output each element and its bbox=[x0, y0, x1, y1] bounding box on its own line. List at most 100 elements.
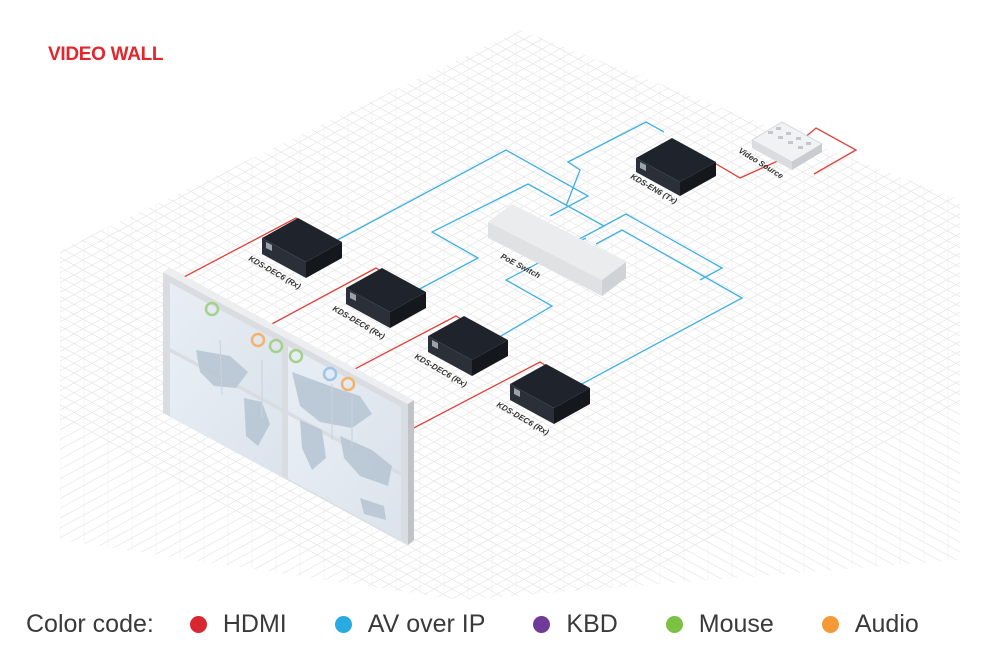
grid-line bbox=[865, 30, 960, 600]
grid-line bbox=[485, 30, 960, 600]
grid-line bbox=[60, 30, 960, 600]
grid-line bbox=[271, 30, 960, 600]
grid-line bbox=[60, 30, 960, 600]
grid-line bbox=[107, 30, 960, 600]
grid-line bbox=[60, 30, 795, 600]
grid-line bbox=[667, 30, 960, 600]
ip-cable-tx bbox=[565, 121, 665, 207]
grid-line bbox=[793, 30, 960, 600]
grid-line bbox=[60, 30, 437, 600]
ip-cable-rx4 bbox=[577, 229, 744, 387]
grid-line bbox=[974, 0, 1000, 600]
legend-label: Mouse bbox=[698, 609, 774, 638]
grid-line bbox=[539, 30, 960, 600]
grid-line bbox=[60, 30, 509, 600]
grid-line bbox=[595, 30, 960, 600]
grid-line bbox=[992, 0, 1000, 600]
legend-title: Color code: bbox=[26, 609, 154, 638]
grid-line bbox=[287, 30, 960, 600]
grid-line bbox=[307, 30, 960, 600]
legend-label: HDMI bbox=[222, 609, 287, 638]
grid-line bbox=[593, 30, 960, 600]
ip-cable-rx4-b bbox=[599, 213, 724, 281]
grid-line bbox=[451, 30, 960, 600]
grid-line bbox=[505, 30, 960, 600]
legend-dot bbox=[334, 615, 352, 633]
grid-line bbox=[60, 30, 473, 600]
grid-line bbox=[323, 30, 960, 600]
grid-line bbox=[60, 30, 960, 600]
grid-line bbox=[60, 30, 869, 600]
grid-line bbox=[60, 30, 581, 600]
grid-line bbox=[60, 30, 561, 600]
grid-line bbox=[359, 30, 960, 600]
grid-line bbox=[557, 30, 960, 600]
grid-line bbox=[721, 30, 960, 600]
grid-line bbox=[60, 30, 885, 600]
legend-dot bbox=[821, 615, 839, 633]
grid-line bbox=[60, 30, 615, 600]
grid-line bbox=[739, 30, 960, 600]
grid-line bbox=[415, 30, 960, 600]
grid-line bbox=[0, 0, 2, 600]
grid-line bbox=[60, 30, 833, 600]
grid-line bbox=[60, 30, 527, 600]
grid-line bbox=[60, 30, 813, 600]
grid-line bbox=[60, 30, 687, 600]
grid-line bbox=[757, 30, 960, 600]
grid-line bbox=[341, 30, 960, 600]
grid-line bbox=[0, 0, 38, 600]
grid-line bbox=[60, 30, 797, 600]
grid-line bbox=[179, 30, 960, 600]
grid-line bbox=[60, 30, 671, 600]
grid-line bbox=[289, 30, 960, 600]
grid-line bbox=[60, 30, 960, 600]
grid-line bbox=[60, 30, 960, 600]
grid-line bbox=[71, 30, 960, 600]
grid-line bbox=[60, 30, 651, 600]
legend-dot bbox=[533, 615, 551, 633]
grid-line bbox=[60, 30, 669, 600]
diagram-title: VIDEO WALL bbox=[48, 44, 164, 65]
grid-line bbox=[575, 30, 960, 600]
legend-label: Audio bbox=[854, 609, 919, 638]
grid-line bbox=[60, 30, 941, 600]
grid-line bbox=[181, 30, 960, 600]
grid-line bbox=[0, 0, 20, 600]
grid-line bbox=[60, 30, 959, 600]
grid-line bbox=[233, 30, 960, 600]
grid-line bbox=[60, 30, 960, 600]
grid-line bbox=[235, 30, 960, 600]
grid-line bbox=[60, 30, 617, 600]
grid-line bbox=[379, 30, 960, 600]
grid-line bbox=[269, 30, 960, 600]
grid-line bbox=[60, 30, 599, 600]
grid-line bbox=[60, 30, 705, 600]
grid-line bbox=[413, 30, 960, 600]
grid-line bbox=[325, 30, 960, 600]
legend-item-kbd: KBD bbox=[533, 610, 618, 639]
grid-line bbox=[901, 30, 960, 600]
video-wall-diagram: PoE Switch Video Source KDS-EN6 (Tx) bbox=[0, 0, 1000, 600]
grid-line bbox=[395, 30, 960, 600]
grid-line bbox=[60, 30, 579, 600]
grid-line bbox=[60, 30, 419, 600]
grid-line bbox=[60, 30, 633, 600]
grid-line bbox=[775, 30, 960, 600]
grid-line bbox=[60, 30, 815, 600]
legend-dot bbox=[665, 615, 683, 633]
grid-line bbox=[60, 30, 653, 600]
grid-line bbox=[60, 30, 960, 600]
legend-item-audio: Audio bbox=[821, 609, 919, 639]
grid-line bbox=[60, 30, 960, 600]
grid-line bbox=[521, 30, 960, 600]
legend-item-av-over-ip: AV over IP bbox=[334, 610, 485, 639]
grid-line bbox=[503, 30, 960, 600]
grid-line bbox=[125, 30, 960, 600]
grid-line bbox=[305, 30, 960, 600]
legend-item-hdmi: HDMI bbox=[189, 609, 287, 639]
grid-line bbox=[60, 30, 401, 600]
grid-line bbox=[431, 30, 960, 600]
ip-cable-rx2 bbox=[413, 183, 606, 293]
grid-line bbox=[343, 30, 960, 600]
